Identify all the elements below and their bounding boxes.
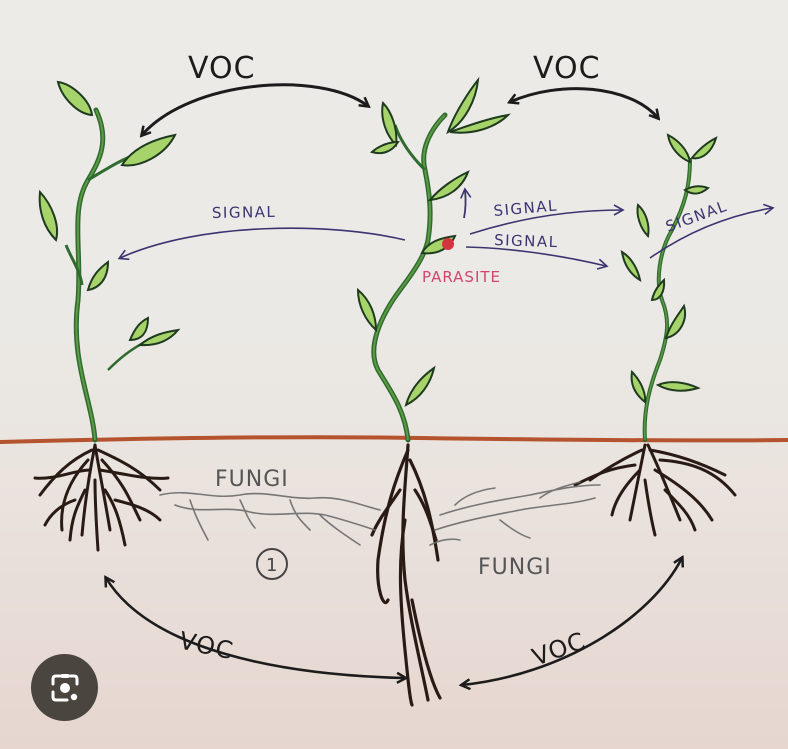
signal-label-right: SIGNAL xyxy=(663,197,730,236)
signal-label-left: SIGNAL xyxy=(212,203,277,222)
google-lens-icon xyxy=(51,673,78,701)
voc-arrow-top-right xyxy=(510,87,658,118)
center-plant xyxy=(356,76,511,707)
voc-arrow-top-left xyxy=(142,83,368,135)
marker-number-circle: 1 xyxy=(256,548,288,580)
voc-label-top-left: VOC xyxy=(188,51,256,86)
voc-arrow-bottom-right xyxy=(462,558,682,685)
signal-arrow-right xyxy=(649,203,775,259)
parasite-marker xyxy=(442,238,454,250)
signal-label-center-lower: SIGNAL xyxy=(494,231,559,251)
signal-arrow-center-upper xyxy=(469,204,625,235)
parasite-label: PARASITE xyxy=(422,268,501,286)
google-lens-button[interactable] xyxy=(31,654,98,721)
left-plant xyxy=(33,80,181,552)
signal-arrow-left xyxy=(117,227,406,261)
signal-arrow-center-lower xyxy=(465,246,609,270)
voc-label-top-right: VOC xyxy=(533,51,601,86)
center-plant-roots xyxy=(370,443,442,707)
fungi-label-left: FUNGI xyxy=(215,467,289,492)
voc-arrow-bottom-left xyxy=(106,578,405,678)
fungi-network xyxy=(159,481,601,546)
voc-label-bottom-right: VOC xyxy=(528,627,589,672)
soil-line xyxy=(0,435,788,444)
svg-text:1: 1 xyxy=(266,555,278,576)
voc-label-bottom-left: VOC xyxy=(177,626,236,665)
signal-label-center-upper: SIGNAL xyxy=(493,196,559,220)
right-plant-roots xyxy=(573,443,737,537)
left-plant-roots xyxy=(33,443,170,552)
fungi-label-right: FUNGI xyxy=(478,555,552,580)
right-plant xyxy=(573,133,737,537)
